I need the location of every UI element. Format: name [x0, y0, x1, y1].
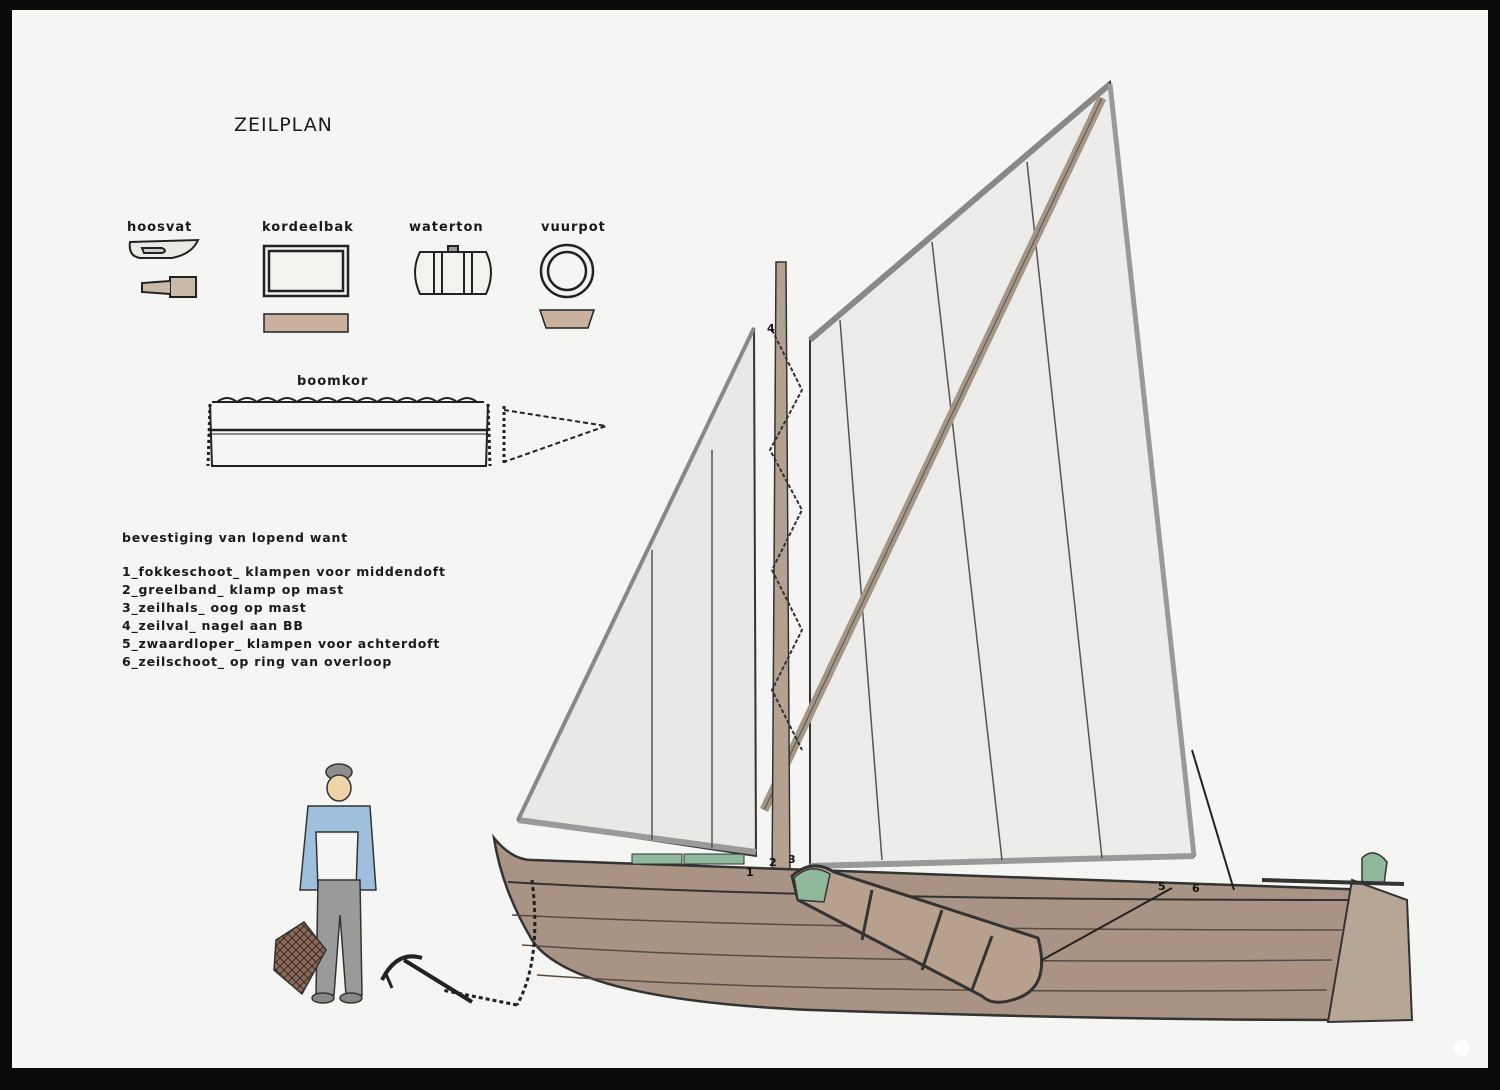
legend-row-3: 3_zeilhals_ oog op mast — [122, 600, 307, 615]
zwaardloper-line — [1041, 887, 1173, 961]
drawing-sheet: ZEILPLAN hoosvat kordeelbak waterton vuu… — [12, 10, 1488, 1068]
zeilschoot-line — [1191, 749, 1235, 891]
marker-1: 1 — [746, 866, 754, 879]
sprit-edge — [763, 97, 1103, 811]
marker-3: 3 — [788, 853, 796, 866]
label-hoosvat: hoosvat — [127, 220, 193, 235]
legend-row-6: 6_zeilschoot_ op ring van overloop — [122, 654, 393, 669]
boomkor-icon — [206, 397, 607, 467]
label-waterton: waterton — [409, 220, 484, 235]
sail-plan-drawing — [128, 80, 1470, 1056]
hoosvat-icon — [128, 238, 200, 298]
marker-5: 5 — [1158, 880, 1166, 893]
label-kordeelbak: kordeelbak — [262, 220, 354, 235]
fisherman-figure — [273, 763, 377, 1004]
marker-6: 6 — [1192, 882, 1200, 895]
rigging-legend: bevestiging van lopend want 1_fokkeschoo… — [122, 530, 446, 671]
waterton-icon — [414, 245, 492, 295]
legend-row-1: 1_fokkeschoot_ klampen voor middendoft — [122, 564, 446, 579]
kordeelbak-icon — [262, 244, 350, 333]
page-title: ZEILPLAN — [234, 114, 333, 136]
label-boomkor: boomkor — [297, 374, 369, 389]
leeboard — [790, 864, 1044, 1004]
marker-2: 2 — [769, 856, 777, 869]
anchor — [380, 879, 537, 1007]
legend-row-2: 2_greelband_ klamp op mast — [122, 582, 345, 597]
corner-mark — [1454, 1040, 1470, 1056]
legend-row-5: 5_zwaardloper_ klampen voor achterdoft — [122, 636, 441, 651]
legend-row-4: 4_zeilval_ nagel aan BB — [122, 618, 304, 633]
vuurpot-icon — [538, 243, 596, 329]
marker-4: 4 — [767, 322, 775, 335]
legend-heading: bevestiging van lopend want — [122, 530, 348, 545]
mast — [768, 261, 804, 887]
main-sail — [808, 80, 1197, 869]
label-vuurpot: vuurpot — [541, 220, 606, 235]
jib-sail — [516, 327, 758, 858]
